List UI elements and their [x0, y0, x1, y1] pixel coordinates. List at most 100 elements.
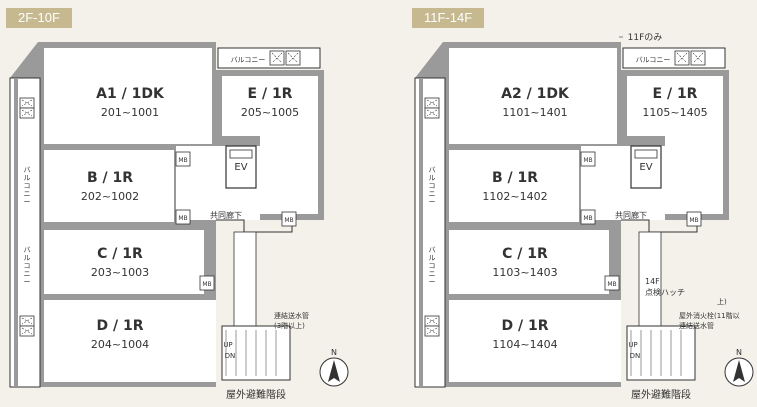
side-balcony-label-2-char: ニ — [24, 270, 31, 278]
side-ac-box-diag1 — [426, 317, 438, 325]
north-label: N — [331, 348, 337, 357]
unit-type-label: C / 1R — [97, 246, 143, 262]
side-ac-box-diag1 — [21, 109, 33, 117]
mb-label: MB — [607, 281, 616, 288]
side-ac-box — [19, 325, 35, 337]
north-pointer — [733, 360, 745, 382]
side-ac-box-diag1 — [21, 99, 33, 107]
mb-label: MB — [178, 215, 187, 222]
pipe-note-line: (3階以上) — [274, 321, 305, 330]
unit-e-room — [627, 76, 723, 136]
side-ac-box-diag1 — [426, 109, 438, 117]
stair-dn-label: DN — [630, 352, 641, 360]
corner-wall-nw — [415, 42, 449, 78]
side-ac-box — [424, 325, 440, 337]
unit-e-room-lower — [665, 136, 723, 214]
unit-type-label: D / 1R — [501, 318, 548, 334]
stair-dn-label: DN — [225, 352, 236, 360]
corridor-outline — [216, 218, 293, 233]
side-ac-box-diag1 — [21, 327, 33, 335]
unit-type-label: A1 / 1DK — [96, 86, 165, 102]
side-balcony-label-1-char: コ — [24, 182, 31, 190]
unit-rooms-label: 1104~1404 — [492, 338, 557, 351]
unit-e-room — [222, 76, 318, 136]
side-balcony-label-2: バルコニー — [429, 246, 436, 286]
top-balcony-label: バルコニー — [231, 56, 266, 64]
side-ac-box-frame — [424, 97, 440, 109]
hatch-note-line: 14F — [645, 277, 660, 286]
side-ac-box-frame — [19, 107, 35, 119]
side-balcony-label-1-char: ー — [24, 198, 31, 206]
unit-rooms-label: 205~1005 — [241, 106, 299, 119]
side-ac-box-diag2 — [21, 99, 33, 107]
side-ac-box-frame — [424, 107, 440, 119]
unit-rooms-label: 1103~1403 — [492, 266, 557, 279]
side-ac-box-diag2 — [21, 317, 33, 325]
balcony-ac-1 — [674, 50, 690, 66]
pipe-note-extra: 上) — [717, 297, 727, 306]
side-ac-box-diag2 — [426, 99, 438, 107]
unit-e-room-lower — [260, 136, 318, 214]
unit-type-label: E / 1R — [653, 86, 698, 102]
mb-box — [604, 275, 620, 291]
side-balcony-label-1-char: ル — [429, 174, 436, 182]
side-balcony-label-2-char: ル — [429, 254, 436, 262]
mb-box — [175, 151, 191, 167]
side-ac-box-diag1 — [426, 327, 438, 335]
side-ac-box — [424, 97, 440, 109]
side-ac-box — [19, 107, 35, 119]
side-balcony-rail — [14, 78, 18, 387]
balcony-note: 11Fのみ — [628, 32, 663, 43]
ev-car — [229, 149, 253, 159]
corridor-label: 共同廊下 — [615, 210, 647, 220]
unit-type-label: B / 1R — [87, 170, 133, 186]
side-balcony-label-1-char: ル — [24, 174, 31, 182]
ev-label: EV — [234, 162, 247, 173]
mb-box — [580, 209, 596, 225]
balcony-ac-2-diag2 — [287, 52, 299, 64]
side-balcony-label-1: バルコニー — [24, 166, 31, 206]
mb-box — [580, 151, 596, 167]
side-balcony-label-1-char: コ — [429, 182, 436, 190]
corridor-outline — [621, 218, 698, 233]
side-balcony-rail — [419, 78, 423, 387]
mb-label: MB — [689, 217, 698, 224]
balcony-ac-1-diag2 — [271, 52, 283, 64]
side-balcony-label-1-char: ニ — [24, 190, 31, 198]
pipe-note-line: 屋外消火栓(11階以 — [679, 311, 740, 320]
unit-type-label: C / 1R — [502, 246, 548, 262]
north-arrow: N — [724, 348, 754, 387]
unit-a-room — [44, 48, 212, 144]
side-ac-box-diag2 — [21, 109, 33, 117]
side-balcony-label-1: バルコニー — [429, 166, 436, 206]
hatch-note-line: 点検ハッチ — [645, 287, 685, 297]
side-balcony-label-1-char: ニ — [429, 190, 436, 198]
side-ac-box-frame — [424, 315, 440, 327]
stairs-label: 屋外避難階段 — [226, 388, 286, 401]
unit-rooms-label: 1101~1401 — [502, 106, 567, 119]
balcony-ac-2-diag2 — [692, 52, 704, 64]
mb-label: MB — [178, 157, 187, 164]
unit-a-room — [449, 48, 617, 144]
unit-rooms-label: 202~1002 — [81, 190, 139, 203]
side-ac-box — [424, 107, 440, 119]
ev-car — [634, 149, 658, 159]
side-ac-box-frame — [19, 325, 35, 337]
side-ac-box-diag2 — [426, 327, 438, 335]
mb-label: MB — [202, 281, 211, 288]
side-ac-box-frame — [424, 325, 440, 337]
side-balcony-label-2-char: バ — [429, 246, 436, 254]
side-balcony-label-2-char: コ — [429, 262, 436, 270]
unit-b-room — [449, 150, 579, 222]
side-ac-box-diag1 — [426, 99, 438, 107]
mb-label: MB — [284, 217, 293, 224]
balcony-ac-2 — [690, 50, 706, 66]
mb-box — [199, 275, 215, 291]
side-ac-box-frame — [19, 97, 35, 109]
north-label: N — [736, 348, 742, 357]
corner-wall-nw — [10, 42, 44, 78]
side-balcony-label-2-char: バ — [24, 246, 31, 254]
